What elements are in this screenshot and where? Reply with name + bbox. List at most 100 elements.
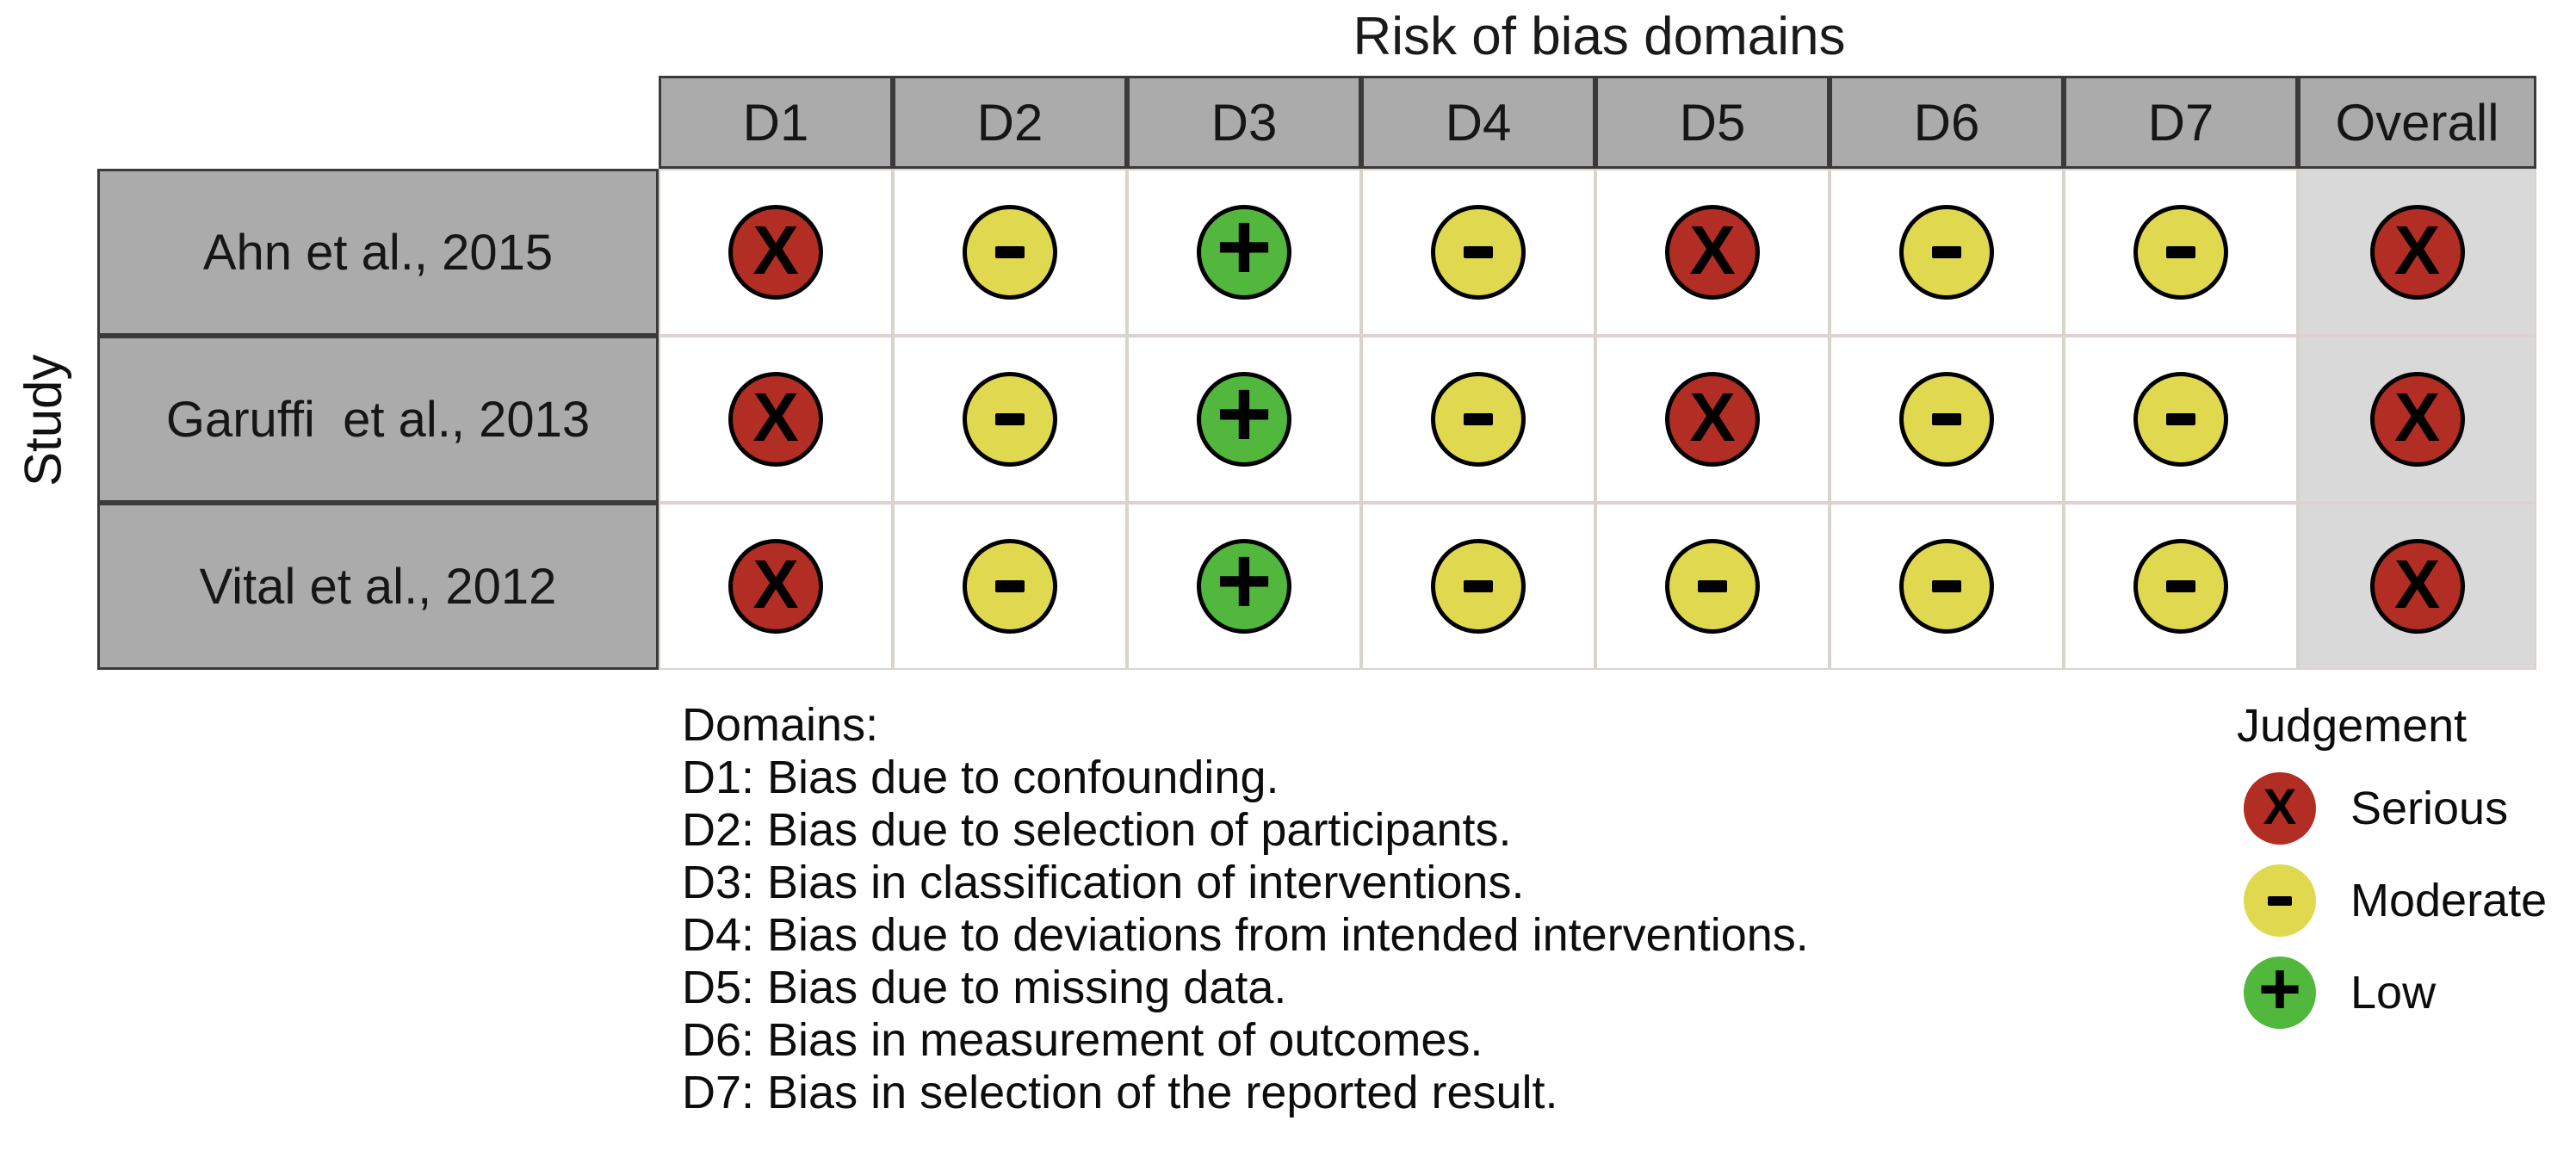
judgement-circle-serious: X (2369, 539, 2465, 634)
judgement-symbol-x: X (752, 379, 799, 455)
judgement-cell: - (893, 169, 1127, 336)
judgement-cell: - (2064, 503, 2298, 670)
judgement-symbol--: - (1464, 580, 1493, 592)
domain-definition-d5: D5: Bias due to missing data. (682, 962, 1287, 1013)
judgement-symbol-x: X (1689, 212, 1736, 288)
judgement-cell: + (1127, 336, 1361, 503)
judgement-symbol--: - (1698, 580, 1727, 592)
column-header-d6: D6 (1830, 76, 2064, 169)
judgement-cell: - (893, 336, 1127, 503)
judgement-symbol-x: X (2393, 546, 2441, 622)
judgement-symbol-x: X (2393, 212, 2441, 288)
judgement-symbol-x: X (1689, 379, 1736, 455)
domain-definition-d6: D6: Bias in measurement of outcomes. (682, 1014, 1483, 1066)
legend-label: Low (2350, 967, 2437, 1018)
judgement-circle-moderate: - (963, 372, 1057, 467)
judgement-symbol-x: X (2393, 379, 2441, 455)
judgement-circle-moderate: - (1899, 539, 1994, 634)
judgement-cell: - (1361, 336, 1595, 503)
judgement-symbol--: - (1464, 246, 1493, 258)
judgement-circle-serious-key: X (2244, 772, 2316, 845)
judgement-circle-moderate: - (1431, 539, 1526, 634)
judgement-symbol--: - (2166, 413, 2195, 425)
judgement-symbol-+: + (1216, 360, 1273, 467)
column-header-d7: D7 (2064, 76, 2298, 169)
judgement-circle-moderate: - (1899, 205, 1994, 300)
column-header-d4: D4 (1361, 76, 1595, 169)
judgement-circle-serious: X (1665, 205, 1760, 300)
judgement-cell: + (1127, 169, 1361, 336)
judgement-circle-low: + (1197, 366, 1291, 467)
domain-definition-d2: D2: Bias due to selection of participant… (682, 804, 1512, 856)
study-axis-label: Study (14, 354, 72, 486)
legend-item-moderate: -Moderate (2244, 864, 2576, 937)
judgement-cell: X (2298, 503, 2536, 670)
judgement-cell: - (893, 503, 1127, 670)
judgement-circle-moderate: - (2133, 372, 2228, 467)
judgement-cell: - (1361, 169, 1595, 336)
domains-heading: Domains: (682, 699, 879, 751)
judgement-symbol-x: X (752, 546, 799, 622)
domain-definition-d4: D4: Bias due to deviations from intended… (682, 909, 1809, 961)
column-header-d2: D2 (893, 76, 1127, 169)
domain-definition-d1: D1: Bias due to confounding. (682, 752, 1279, 803)
legend-title: Judgement (2237, 700, 2468, 752)
judgement-circle-moderate: - (963, 539, 1057, 634)
judgement-circle-moderate: - (1431, 205, 1526, 300)
column-header-overall: Overall (2298, 76, 2536, 169)
judgement-symbol--: - (1932, 246, 1961, 258)
judgement-symbol-x: X (752, 212, 799, 288)
judgement-cell: X (1595, 336, 1830, 503)
judgement-cell: + (1127, 503, 1361, 670)
judgement-symbol--: - (2268, 895, 2292, 906)
judgement-cell: - (1830, 503, 2064, 670)
judgement-symbol--: - (995, 246, 1025, 258)
judgement-cell: - (1595, 503, 1830, 670)
legend-item-serious: X Serious (2244, 772, 2576, 845)
domain-definition-d7: D7: Bias in selection of the reported re… (682, 1067, 1558, 1118)
judgement-symbol--: - (2166, 580, 2195, 592)
legend-label: Serious (2350, 783, 2509, 834)
figure-title: Risk of bias domains (1353, 7, 1846, 66)
judgement-cell: X (1595, 169, 1830, 336)
judgement-circle-moderate: - (2133, 205, 2228, 300)
judgement-cell: - (1361, 503, 1595, 670)
study-label: Ahn et al., 2015 (97, 169, 659, 336)
column-header-d3: D3 (1127, 76, 1361, 169)
judgement-circle-moderate: - (1431, 372, 1526, 467)
judgement-cell: X (2298, 169, 2536, 336)
judgement-circle-serious: X (728, 372, 823, 467)
judgement-symbol--: - (1932, 580, 1961, 592)
domain-definitions: D1: Bias due to confounding.D2: Bias due… (682, 752, 1809, 1119)
judgement-circle-moderate-key: - (2244, 864, 2316, 937)
judgement-cell: - (1830, 336, 2064, 503)
judgement-symbol-x: X (2263, 779, 2297, 835)
judgement-symbol--: - (1464, 413, 1493, 425)
legend-item-low: +Low (2244, 952, 2576, 1029)
domain-definition-d3: D3: Bias in classification of interventi… (682, 857, 1525, 908)
judgement-cell: X (659, 336, 893, 503)
judgement-circle-serious: X (728, 205, 823, 300)
judgement-circle-moderate: - (963, 205, 1057, 300)
domains-footnote: Domains: D1: Bias due to confounding.D2:… (682, 699, 1809, 1119)
judgement-circle-moderate: - (2133, 539, 2228, 634)
judgement-cell: X (2298, 336, 2536, 503)
judgement-cell: - (2064, 169, 2298, 336)
judgement-cell: X (659, 503, 893, 670)
column-header-d5: D5 (1595, 76, 1830, 169)
judgement-circle-serious: X (1665, 372, 1760, 467)
corner-spacer (97, 76, 659, 169)
judgement-circle-serious: X (2369, 372, 2465, 467)
judgement-circle-moderate: - (1665, 539, 1760, 634)
judgement-symbol--: - (995, 413, 1025, 425)
judgement-symbol-+: + (2257, 948, 2302, 1031)
judgement-symbol--: - (2166, 246, 2195, 258)
study-label: Vital et al., 2012 (97, 503, 659, 670)
judgement-cell: - (1830, 169, 2064, 336)
judgement-cell: - (2064, 336, 2298, 503)
study-label: Garuffi et al., 2013 (97, 336, 659, 503)
